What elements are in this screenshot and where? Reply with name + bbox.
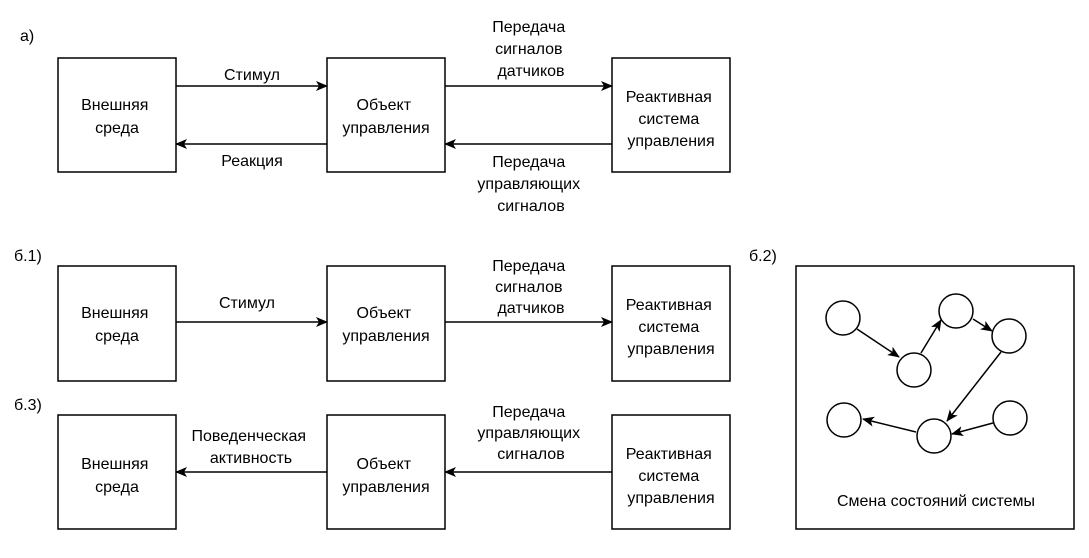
control-object-label: Объект управления bbox=[342, 97, 429, 137]
state-node bbox=[938, 293, 974, 329]
state-node bbox=[991, 318, 1027, 354]
box-line: среда bbox=[95, 479, 139, 496]
control-object-label: Объект управления bbox=[342, 456, 429, 496]
box-line: управления bbox=[627, 133, 714, 150]
external-environment-label: Внешняя среда bbox=[81, 97, 153, 137]
arrow-line: датчиков bbox=[497, 300, 564, 317]
section-label-a: а) bbox=[20, 28, 34, 45]
state-change-caption: Смена состояний системы bbox=[837, 493, 1035, 510]
arrow-line: Передача bbox=[492, 19, 565, 36]
external-environment-box bbox=[57, 265, 177, 382]
box-line: Реактивная bbox=[626, 89, 712, 106]
box-line: среда bbox=[95, 120, 139, 137]
state-node bbox=[916, 418, 952, 454]
state-transition-arrow bbox=[862, 416, 917, 433]
box-line: Внешняя bbox=[81, 456, 148, 473]
state-transition-arrow bbox=[946, 351, 1002, 422]
external-environment-label: Внешняя среда bbox=[81, 305, 153, 345]
stimulus-label: Стимул bbox=[219, 295, 275, 312]
arrow-line: датчиков bbox=[497, 63, 564, 80]
arrow-line: активность bbox=[210, 450, 292, 467]
box-line: управления bbox=[342, 479, 429, 496]
box-line: Внешняя bbox=[81, 97, 148, 114]
external-environment-box bbox=[57, 414, 177, 530]
section-label-b2: б.2) bbox=[749, 248, 777, 265]
sensor-signals-label: Передача сигналов датчиков bbox=[492, 258, 569, 317]
arrow-line: сигналов bbox=[497, 446, 564, 463]
control-object-box bbox=[326, 57, 446, 173]
arrow-line: Поведенческая bbox=[192, 428, 306, 445]
control-signals-label: Передача управляющих сигналов bbox=[477, 404, 584, 463]
box-line: среда bbox=[95, 328, 139, 345]
sensor-signals-label: Передача сигналов датчиков bbox=[492, 19, 569, 80]
section-label-b1: б.1) bbox=[14, 248, 42, 265]
arrow-line: Передача bbox=[492, 404, 565, 421]
reactive-control-system-box bbox=[611, 414, 731, 530]
external-environment-label: Внешняя среда bbox=[81, 456, 153, 496]
state-node bbox=[992, 400, 1028, 436]
arrow-line: управляющих bbox=[477, 425, 580, 442]
reactive-control-system-box bbox=[611, 265, 731, 382]
state-node bbox=[825, 300, 861, 336]
stimulus-label: Стимул bbox=[224, 67, 280, 84]
box-line: система bbox=[638, 111, 699, 128]
reaction-label: Реакция bbox=[221, 153, 283, 170]
box-line: Реактивная bbox=[626, 446, 712, 463]
box-line: Внешняя bbox=[81, 305, 148, 322]
section-label-b3: б.3) bbox=[14, 397, 42, 414]
reactive-control-system-label: Реактивная система управления bbox=[626, 446, 717, 507]
state-node bbox=[826, 402, 862, 438]
box-line: управления bbox=[627, 341, 714, 358]
control-object-label: Объект управления bbox=[342, 305, 429, 345]
box-line: Реактивная bbox=[626, 297, 712, 314]
external-environment-box bbox=[57, 57, 177, 173]
arrow-line: Передача bbox=[492, 258, 565, 275]
box-line: управления bbox=[627, 490, 714, 507]
box-line: система bbox=[638, 319, 699, 336]
arrow-line: Передача bbox=[492, 154, 565, 171]
reactive-control-system-label: Реактивная система управления bbox=[626, 89, 717, 150]
reactive-control-system-box bbox=[611, 57, 731, 173]
state-transition-arrow bbox=[951, 422, 994, 436]
state-transition-arrow bbox=[972, 318, 993, 332]
box-line: Объект bbox=[357, 97, 412, 114]
behavioral-activity-label: Поведенческая активность bbox=[192, 428, 311, 467]
arrow-line: управляющих bbox=[477, 176, 580, 193]
state-transition-arrow bbox=[856, 328, 900, 358]
box-line: Объект bbox=[357, 456, 412, 473]
box-line: Объект bbox=[357, 305, 412, 322]
arrow-line: сигналов bbox=[495, 279, 562, 296]
control-object-box bbox=[326, 265, 446, 382]
arrow-line: сигналов bbox=[497, 198, 564, 215]
state-node bbox=[896, 352, 932, 388]
box-line: система bbox=[638, 468, 699, 485]
reactive-control-system-label: Реактивная система управления bbox=[626, 297, 717, 358]
state-transition-arrow bbox=[920, 319, 942, 354]
box-line: управления bbox=[342, 328, 429, 345]
box-line: управления bbox=[342, 120, 429, 137]
arrow-line: сигналов bbox=[495, 41, 562, 58]
control-signals-label: Передача управляющих сигналов bbox=[477, 154, 584, 215]
